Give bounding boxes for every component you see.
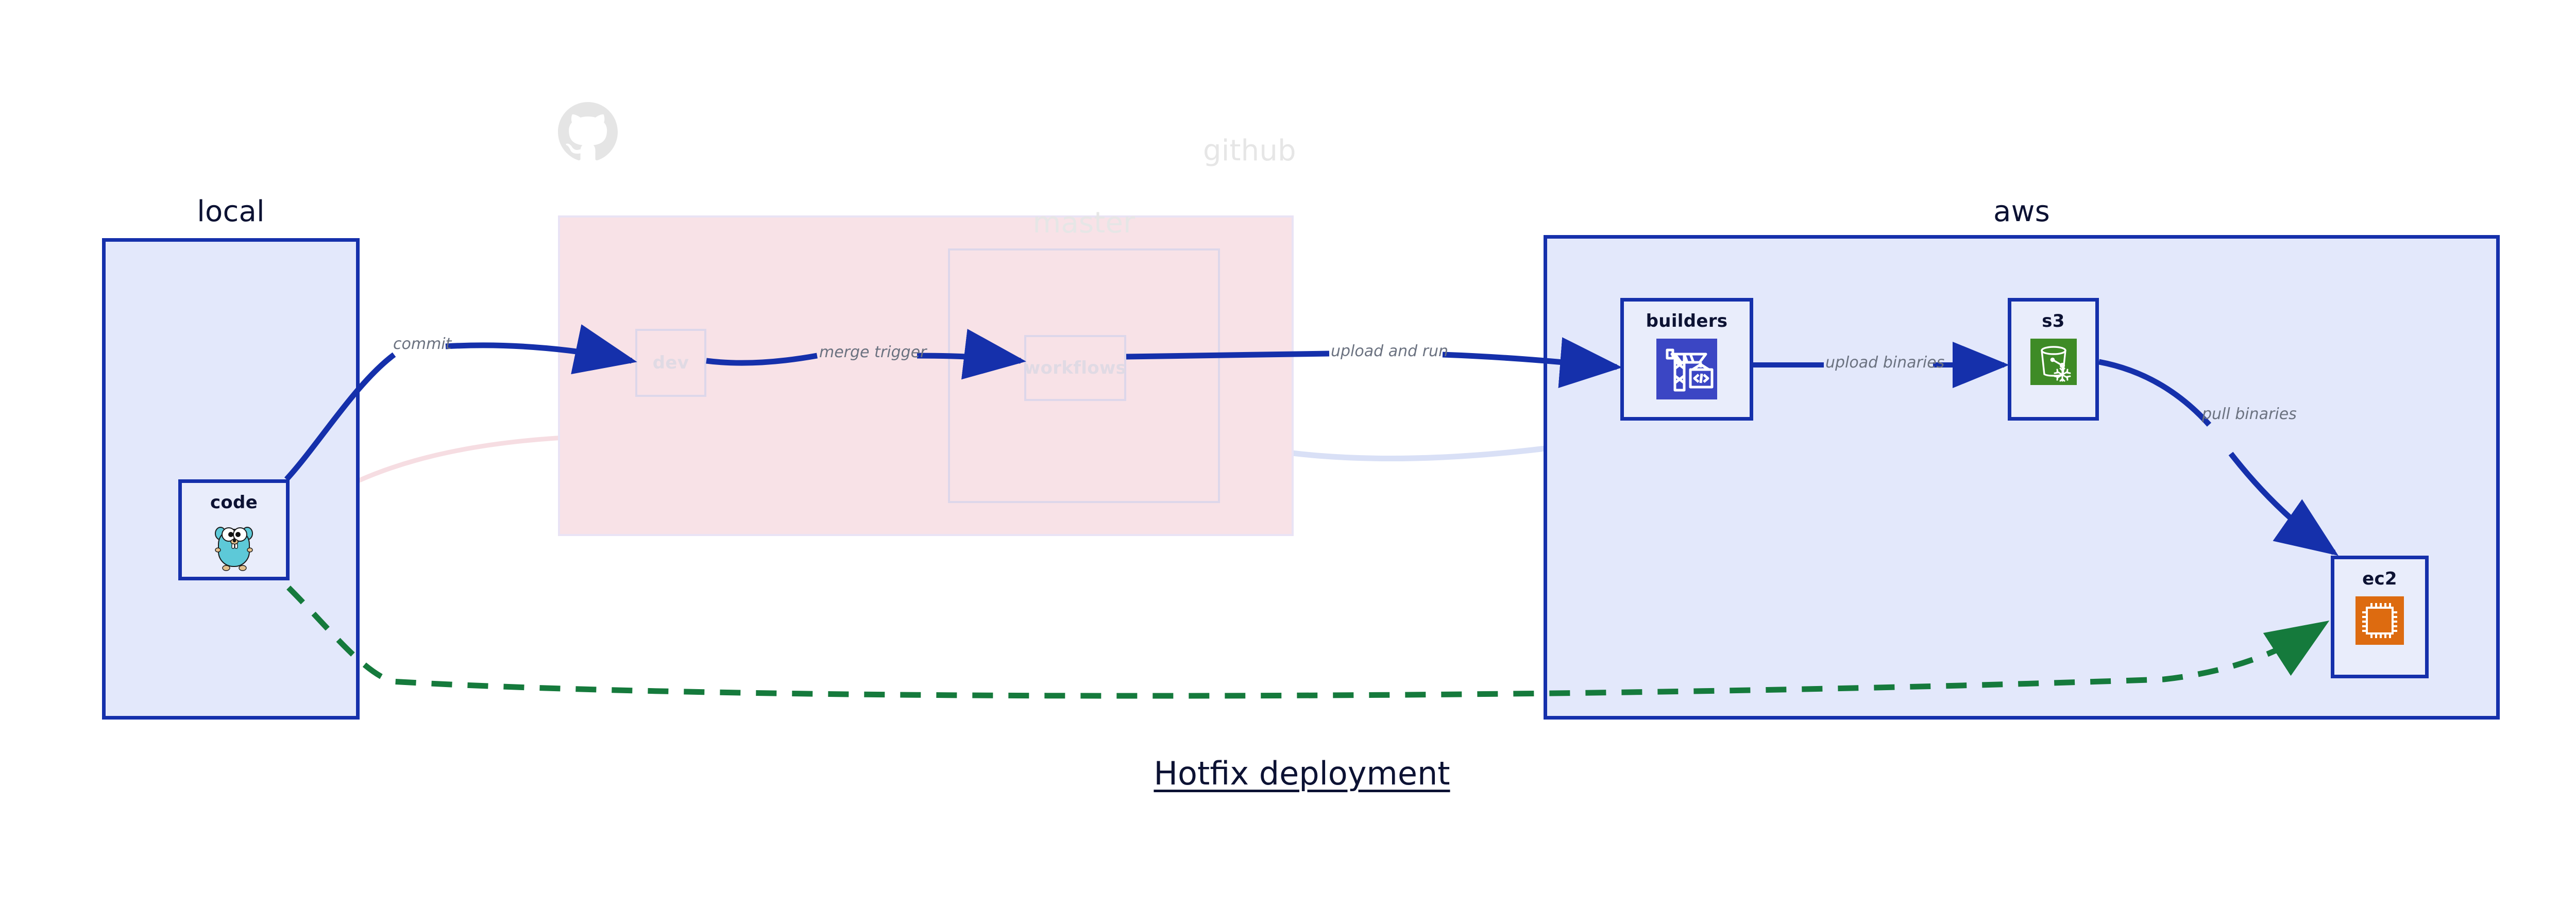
node-ec2[interactable]: ec2 xyxy=(2331,556,2429,678)
edge-label-upload-and-run: upload and run xyxy=(1331,342,1449,360)
edge-label-upload-binaries: upload binaries xyxy=(1825,354,1945,372)
aws-s3-glacier-bucket-icon xyxy=(2030,339,2077,385)
edge-upload-and-run-right xyxy=(1442,337,1622,388)
edge-commit-right xyxy=(445,324,637,375)
node-s3-label: s3 xyxy=(2042,311,2065,331)
node-code-label: code xyxy=(210,492,258,513)
edge-pull-binaries-upper xyxy=(2098,359,2212,427)
node-code[interactable]: code xyxy=(178,479,290,580)
edge-commit-left xyxy=(284,352,396,481)
edge-hotfix-dashed xyxy=(286,586,2330,699)
node-dev-label: dev xyxy=(652,353,689,373)
edge-label-commit: commit xyxy=(393,335,452,353)
group-label-github: github xyxy=(1203,134,1296,168)
edge-merge-trigger-left xyxy=(706,353,818,366)
edge-label-pull-binaries: pull binaries xyxy=(2202,405,2297,423)
node-ec2-label: ec2 xyxy=(2362,569,2397,589)
group-label-local: local xyxy=(197,195,265,228)
diagram-title: Hotfix deployment xyxy=(1154,755,1450,792)
edge-label-merge-trigger: merge trigger xyxy=(819,343,927,361)
group-master xyxy=(948,248,1220,503)
edge-merge-trigger-right xyxy=(917,328,1026,380)
go-gopher-icon xyxy=(215,527,253,571)
node-s3[interactable]: s3 xyxy=(2008,298,2099,421)
node-workflows[interactable]: workflows xyxy=(1024,335,1126,401)
group-label-aws: aws xyxy=(1993,195,2050,228)
edge-pull-binaries-lower xyxy=(2228,452,2339,556)
aws-codebuild-icon xyxy=(1656,339,1717,399)
node-builders-label: builders xyxy=(1646,311,1728,331)
github-octocat-icon xyxy=(558,102,618,161)
group-github xyxy=(558,215,1294,536)
node-workflows-label: workflows xyxy=(1024,358,1127,378)
group-local xyxy=(102,238,360,720)
edge-upload-and-run-left xyxy=(1126,350,1330,360)
aws-ec2-chip-icon xyxy=(2355,596,2404,645)
group-label-master: master xyxy=(1032,206,1136,240)
node-builders[interactable]: builders xyxy=(1620,298,1753,421)
